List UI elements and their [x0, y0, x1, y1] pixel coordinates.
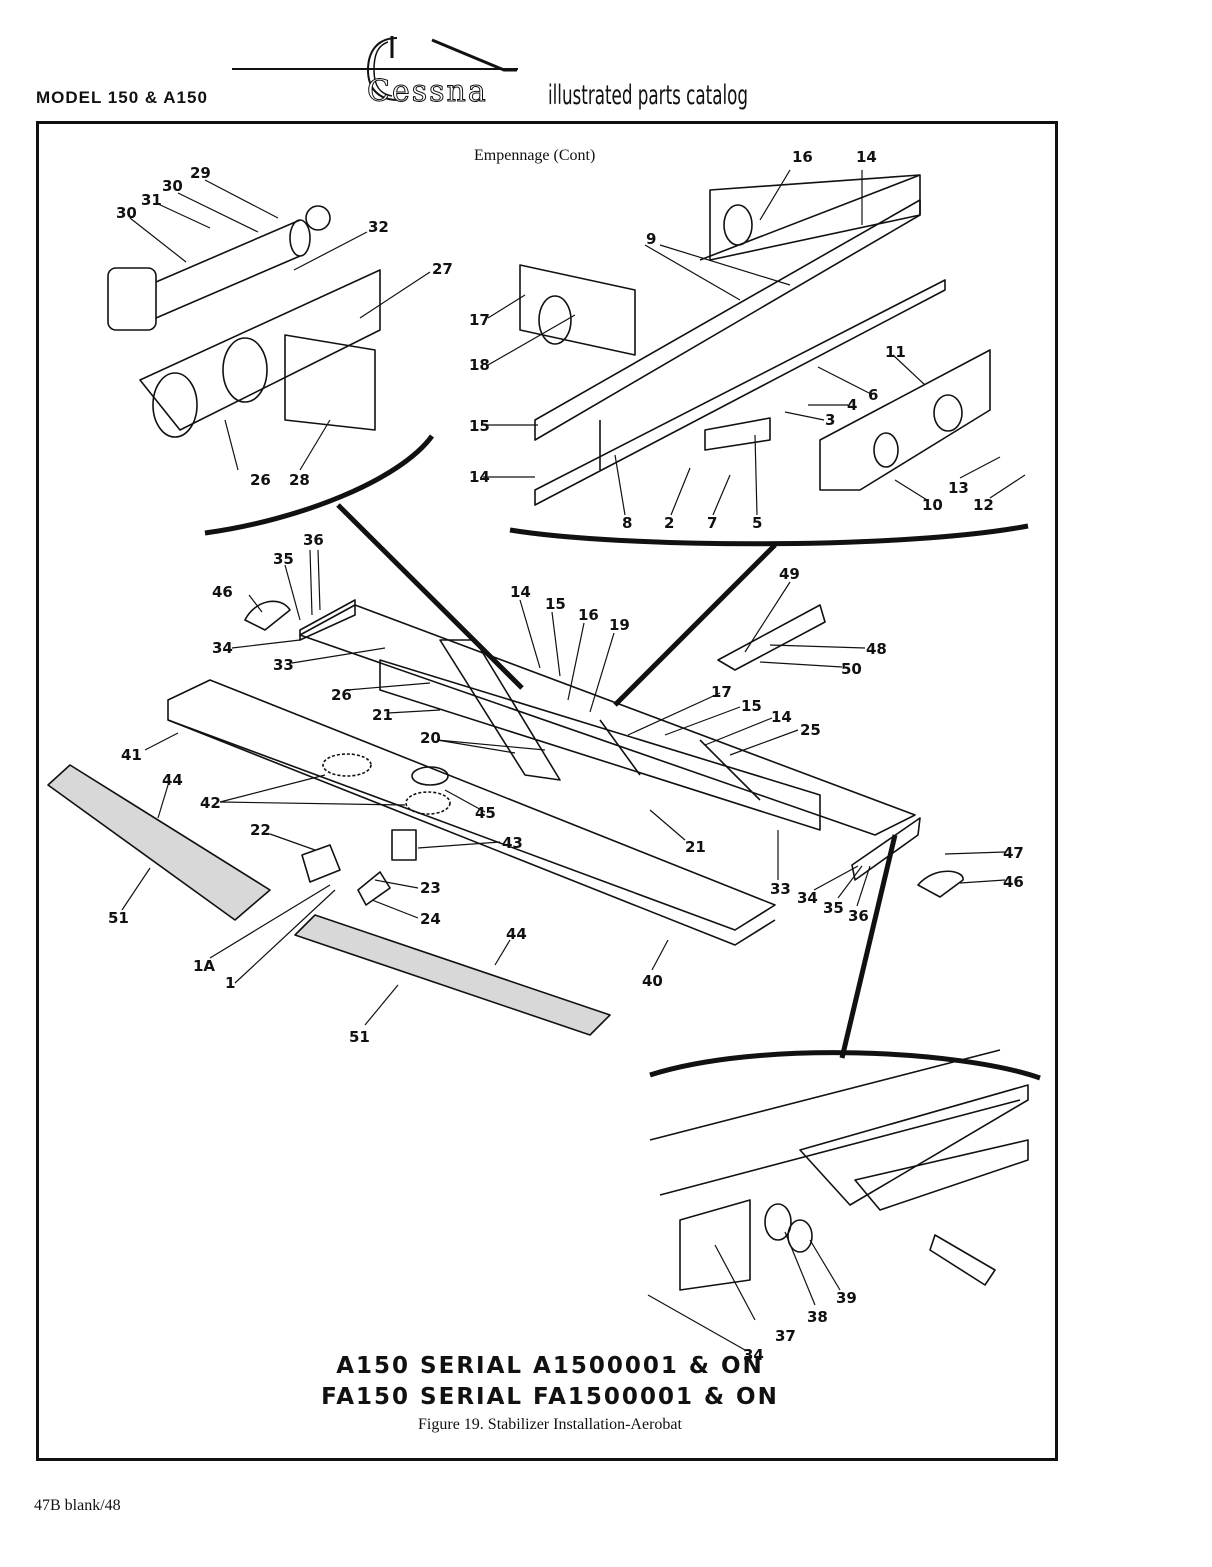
callout-43: 43: [502, 834, 523, 852]
model-title: MODEL 150 & A150: [36, 88, 208, 107]
callout-40: 40: [642, 972, 663, 990]
callout-30-a: 30: [162, 177, 183, 195]
figure-frame: [36, 121, 1058, 1461]
callout-24: 24: [420, 910, 441, 928]
callout-50: 50: [841, 660, 862, 678]
callout-15-detail: 15: [469, 417, 490, 435]
callout-28: 28: [289, 471, 310, 489]
callout-8: 9: [646, 230, 656, 248]
callout-9: 8: [622, 514, 632, 532]
callout-16: 16: [578, 606, 599, 624]
callout-37: 37: [775, 1327, 796, 1345]
serial-line-a150: A150 SERIAL A1500001 & ON: [336, 1353, 764, 1379]
callout-16-detail: 16: [792, 148, 813, 166]
callout-14-top: 14: [856, 148, 877, 166]
callout-45: 45: [475, 804, 496, 822]
callout-44-bottom: 44: [506, 925, 527, 943]
cessna-logo: [366, 36, 517, 101]
callout-31: 31: [141, 191, 162, 209]
callout-11: 11: [885, 343, 906, 361]
callout-35-right: 35: [823, 899, 844, 917]
callout-15: 15: [545, 595, 566, 613]
callout-15-right: 15: [741, 697, 762, 715]
callout-10: 10: [922, 496, 943, 514]
callout-51-bottom: 51: [349, 1028, 370, 1046]
callout-27: 27: [432, 260, 453, 278]
callout-30-b: 30: [116, 204, 137, 222]
callout-3: 3: [825, 411, 835, 429]
callout-6: 6: [868, 386, 878, 404]
callout-14-detail: 14: [469, 468, 490, 486]
callout-13: 13: [948, 479, 969, 497]
catalog-title: illustrated parts catalog: [548, 80, 748, 111]
callout-23: 23: [420, 879, 441, 897]
callout-34-top: 34: [212, 639, 233, 657]
callout-48: 48: [866, 640, 887, 658]
callout-44-top: 44: [162, 771, 183, 789]
callout-7: 7: [707, 514, 717, 532]
callout-1: 1: [225, 974, 235, 992]
figure-caption: Figure 19. Stabilizer Installation-Aerob…: [418, 1416, 682, 1433]
callout-36-top: 36: [303, 531, 324, 549]
callout-17-detail: 17: [469, 311, 490, 329]
callout-32: 32: [368, 218, 389, 236]
callout-22: 22: [250, 821, 271, 839]
callout-2: 2: [664, 514, 674, 532]
serial-line-fa150: FA150 SERIAL FA1500001 & ON: [321, 1384, 779, 1410]
callout-36-right: 36: [848, 907, 869, 925]
callout-51-left: 51: [108, 909, 129, 927]
callout-41: 41: [121, 746, 142, 764]
callout-35-top: 35: [273, 550, 294, 568]
callout-49: 49: [779, 565, 800, 583]
callout-19: 19: [609, 616, 630, 634]
callout-5: 5: [752, 514, 762, 532]
callout-47: 47: [1003, 844, 1024, 862]
callout-20: 20: [420, 729, 441, 747]
callout-1A: 1A: [193, 957, 215, 975]
callout-39: 39: [836, 1289, 857, 1307]
callout-46-right: 46: [1003, 873, 1024, 891]
callout-21-left: 21: [372, 706, 393, 724]
figure-subtitle: Empennage (Cont): [474, 147, 596, 164]
callout-34-bottom: 34: [743, 1346, 764, 1364]
callout-14: 14: [510, 583, 531, 601]
page-number: 47B blank/48: [34, 1497, 121, 1514]
callout-21-right: 21: [685, 838, 706, 856]
callout-46-top: 46: [212, 583, 233, 601]
callout-34-right: 34: [797, 889, 818, 907]
callout-38: 38: [807, 1308, 828, 1326]
callout-33-top: 33: [273, 656, 294, 674]
callout-26: 26: [331, 686, 352, 704]
callout-14-right: 14: [771, 708, 792, 726]
callout-18: 18: [469, 356, 490, 374]
callout-29: 29: [190, 164, 211, 182]
callout-4: 4: [847, 396, 857, 414]
callout-17: 17: [711, 683, 732, 701]
header-rule: [232, 68, 518, 70]
callout-25: 25: [800, 721, 821, 739]
cessna-wordmark: Cessna: [367, 74, 488, 110]
callout-26-detail: 26: [250, 471, 271, 489]
callout-42: 42: [200, 794, 221, 812]
callout-12: 12: [973, 496, 994, 514]
callout-33-right: 33: [770, 880, 791, 898]
